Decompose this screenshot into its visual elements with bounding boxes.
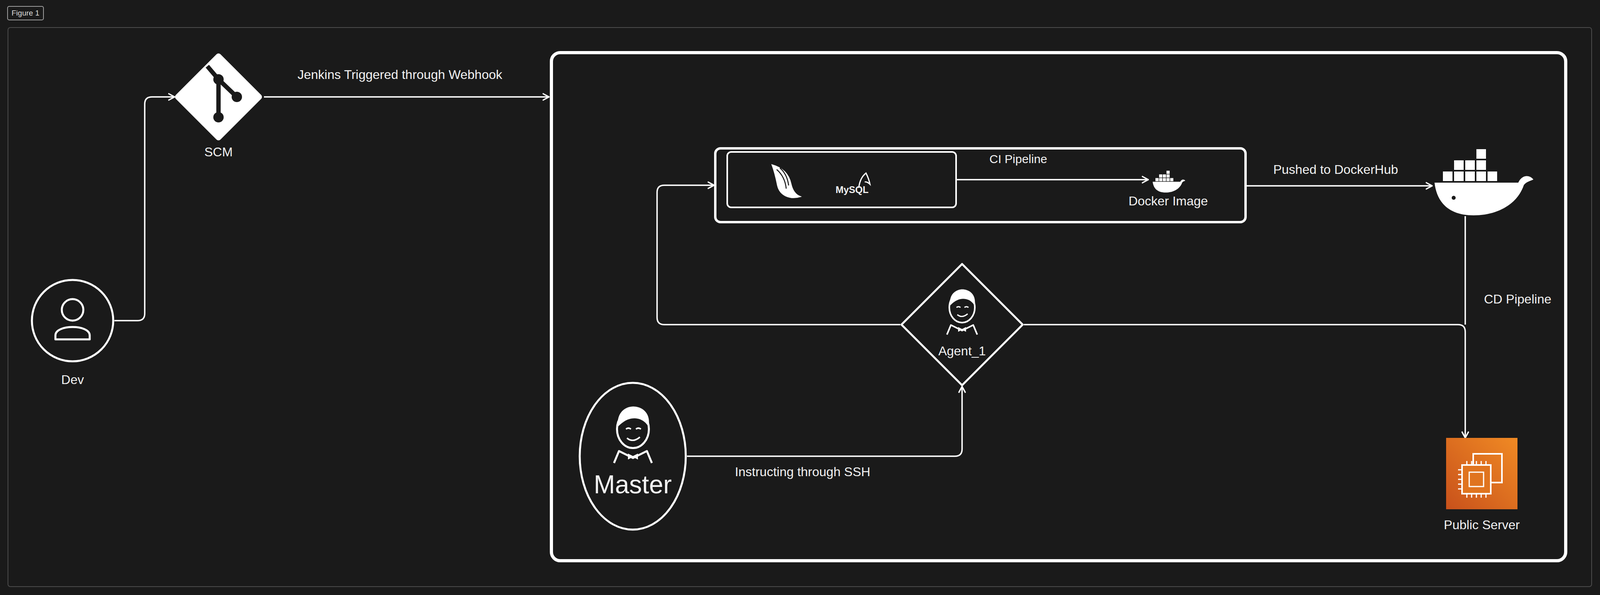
connector — [686, 386, 963, 457]
image-icon: Docker Image — [1148, 165, 1189, 194]
connector — [1023, 324, 1466, 438]
server-icon: Public Server — [1446, 437, 1518, 510]
flask-logo — [771, 164, 801, 198]
dockerhub-whale — [1434, 149, 1534, 216]
agent-diamond-outline — [900, 262, 1024, 387]
master-ellipse-outline — [578, 381, 687, 531]
connector — [114, 96, 175, 321]
connector — [657, 185, 901, 325]
push-arrow — [1246, 184, 1433, 187]
node-label: CI Pipeline — [989, 152, 1047, 167]
node-label: Master — [593, 470, 672, 500]
node-label: SCM — [204, 144, 233, 160]
edge-label: Instructing through SSH — [732, 463, 873, 481]
figure-frame — [7, 27, 1592, 587]
node-label: MySQL — [835, 184, 869, 196]
dockerhub-line — [1464, 216, 1467, 325]
agent-diamond: Agent_1 — [900, 262, 1024, 387]
edge-note: Jenkins Triggered through Webhook — [297, 67, 503, 83]
figure-tag: Figure 1 — [7, 5, 44, 21]
node-label: Agent_1 — [938, 343, 986, 359]
pipeline-box: CI PipelineMySQL Docker Image — [714, 147, 1247, 224]
edge-label: CD Pipeline — [1481, 291, 1554, 308]
master-ellipse: Master — [578, 381, 687, 531]
actor-circle: Dev — [30, 278, 115, 363]
stack-box: MySQL — [726, 151, 957, 209]
scm-diamond-outline — [174, 53, 263, 141]
webhook-arrow — [263, 96, 550, 98]
connector — [956, 179, 1149, 181]
node-label: Dev — [61, 372, 85, 388]
edge-note: Pushed to DockerHub — [1273, 162, 1398, 178]
node-label: Docker Image — [1128, 193, 1208, 209]
server-icon-outline — [1446, 437, 1518, 510]
actor-circle-outline — [30, 278, 115, 363]
node-label: Public Server — [1443, 517, 1520, 533]
scm-diamond: SCM — [174, 53, 263, 141]
jenkins-container — [551, 52, 1566, 561]
image-icon-outline — [1148, 165, 1189, 194]
